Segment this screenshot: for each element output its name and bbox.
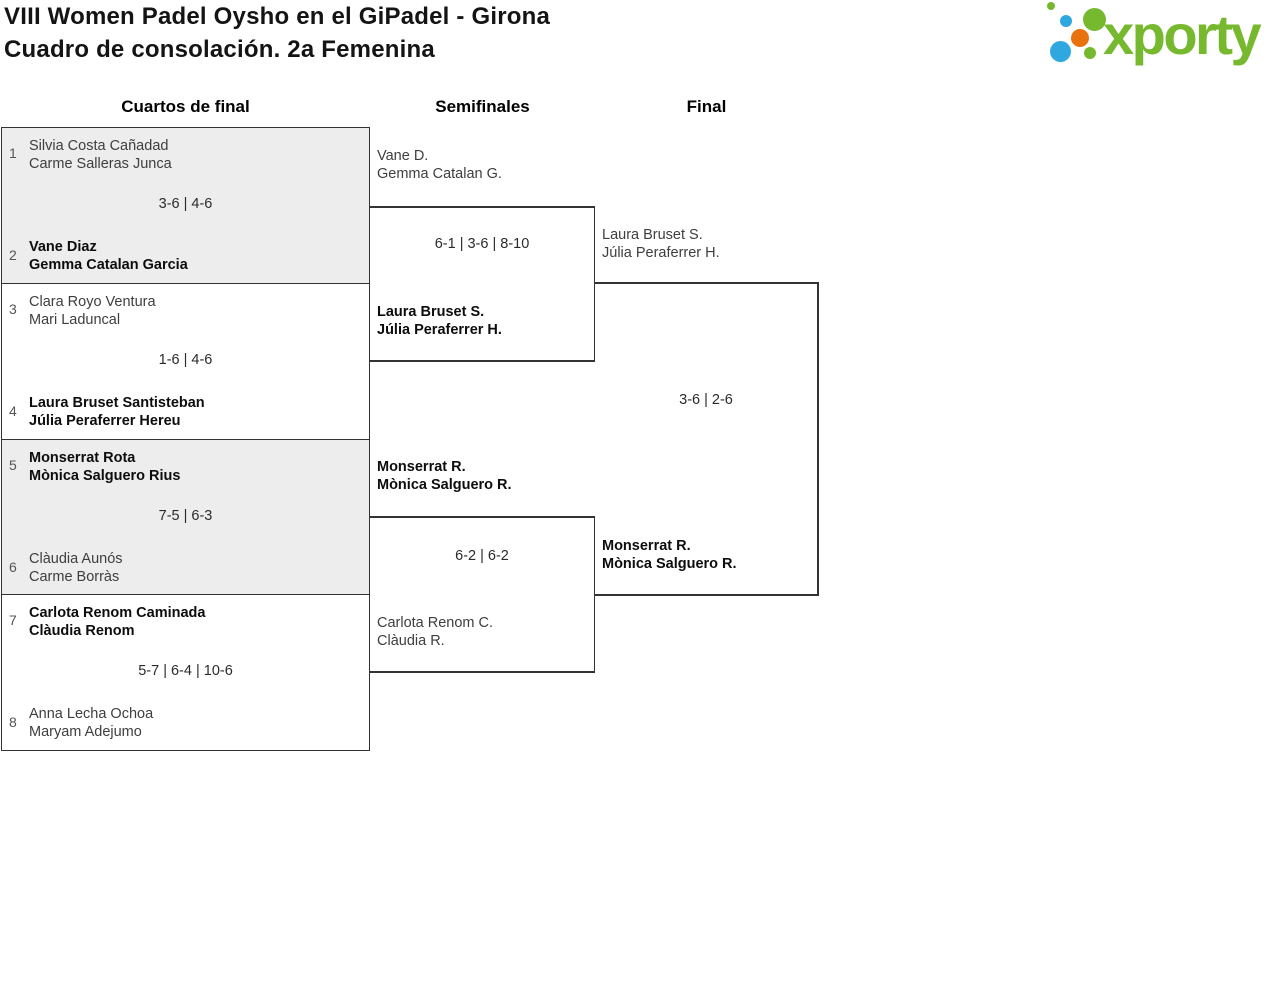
- match-score: 6-1 | 3-6 | 8-10: [434, 236, 530, 252]
- xporty-logo[interactable]: xporty: [1040, 0, 1280, 80]
- seed-number: 2: [9, 247, 17, 263]
- player-name: Clàudia R.: [377, 633, 445, 649]
- team-name: Monserrat R. Mònica Salguero R.: [602, 537, 737, 573]
- logo-dot-icon: [1060, 15, 1072, 27]
- player-name: Gemma Catalan Garcia: [29, 257, 188, 273]
- team-name: Clàudia Aunós Carme Borràs: [29, 550, 123, 586]
- match-score: 7-5 | 6-3: [158, 507, 213, 524]
- logo-wordmark: xporty: [1103, 3, 1262, 66]
- seed-number: 1: [9, 145, 17, 161]
- seed-number: 3: [9, 300, 17, 317]
- team-name: Vane Diaz Gemma Catalan Garcia: [29, 238, 188, 274]
- player-name: Silvia Costa Cañadad: [29, 138, 169, 154]
- player-name: Laura Bruset S.: [602, 227, 703, 243]
- round-header-final: Final: [686, 97, 727, 116]
- logo-dot-icon: [1050, 41, 1071, 62]
- match-card-qf4: 7 Carlota Renom Caminada Clàudia Renom 5…: [2, 595, 369, 750]
- logo-dot-icon: [1084, 47, 1096, 59]
- seed-number: 4: [9, 402, 17, 419]
- player-name: Clara Royo Ventura: [29, 293, 156, 310]
- bracket-connector-line: [370, 206, 595, 208]
- bracket-connector-line: [370, 516, 595, 518]
- bracket-connector-line: [593, 206, 595, 362]
- round-header-semifinals: Semifinales: [435, 97, 530, 116]
- logo-dot-icon: [1047, 2, 1055, 10]
- bracket-connector-line: [817, 282, 819, 596]
- team-name: Carlota Renom C. Clàudia R.: [377, 614, 493, 650]
- team-name: Laura Bruset Santisteban Júlia Peraferre…: [29, 394, 205, 430]
- team-name: Monserrat Rota Mònica Salguero Rius: [29, 449, 180, 485]
- player-name: Monserrat R.: [377, 459, 466, 475]
- player-name: Júlia Peraferrer H.: [377, 322, 502, 338]
- match-score: 3-6 | 2-6: [679, 392, 733, 408]
- team-name: Carlota Renom Caminada Clàudia Renom: [29, 604, 205, 640]
- team-name: Silvia Costa Cañadad Carme Salleras Junc…: [29, 137, 172, 173]
- player-name: Laura Bruset S.: [377, 304, 485, 320]
- logo-dot-icon: [1083, 8, 1106, 31]
- match-score: 5-7 | 6-4 | 10-6: [138, 663, 233, 680]
- player-name: Anna Lecha Ochoa: [29, 706, 154, 723]
- player-name: Mònica Salguero R.: [602, 556, 737, 572]
- player-name: Mònica Salguero Rius: [29, 467, 181, 484]
- player-name: Júlia Peraferrer H.: [602, 245, 720, 261]
- player-name: Carlota Renom C.: [377, 615, 494, 631]
- team-name: Vane D. Gemma Catalan G.: [377, 147, 502, 183]
- bracket-connector-line: [593, 282, 819, 284]
- seed-number: 8: [9, 714, 17, 731]
- seed-number: 5: [9, 456, 17, 473]
- player-name: Monserrat R.: [602, 538, 691, 554]
- team-name: Monserrat R. Mònica Salguero R.: [377, 458, 512, 494]
- bracket-connector-line: [370, 360, 595, 362]
- player-name: Júlia Peraferrer Hereu: [29, 412, 181, 429]
- bracket-subtitle: Cuadro de consolación. 2a Femenina: [4, 36, 435, 63]
- tournament-name: VIII Women Padel Oysho en el GiPadel - G…: [4, 3, 551, 30]
- player-name: Carme Borràs: [29, 568, 120, 585]
- quarterfinals-column: 1 Silvia Costa Cañadad Carme Salleras Ju…: [1, 127, 370, 751]
- team-name: Laura Bruset S. Júlia Peraferrer H.: [602, 226, 720, 262]
- match-card-qf1: 1 Silvia Costa Cañadad Carme Salleras Ju…: [2, 128, 369, 284]
- player-name: Carme Salleras Junca: [29, 156, 172, 172]
- player-name: Gemma Catalan G.: [377, 166, 502, 182]
- match-score: 1-6 | 4-6: [158, 351, 213, 368]
- team-name: Laura Bruset S. Júlia Peraferrer H.: [377, 303, 502, 339]
- player-name: Mònica Salguero R.: [377, 477, 512, 493]
- match-score: 6-2 | 6-2: [455, 548, 509, 564]
- page-title: VIII Women Padel Oysho en el GiPadel - G…: [4, 0, 550, 66]
- team-name: Clara Royo Ventura Mari Laduncal: [29, 293, 156, 329]
- player-name: Carlota Renom Caminada: [29, 605, 206, 622]
- player-name: Clàudia Renom: [29, 623, 135, 640]
- player-name: Maryam Adejumo: [29, 724, 142, 741]
- player-name: Vane Diaz: [29, 239, 97, 255]
- player-name: Laura Bruset Santisteban: [29, 394, 205, 411]
- match-card-qf3: 5 Monserrat Rota Mònica Salguero Rius 7-…: [2, 439, 369, 596]
- match-score: 3-6 | 4-6: [158, 196, 213, 212]
- round-header-quarterfinals: Cuartos de final: [121, 97, 250, 116]
- seed-number: 6: [9, 558, 17, 575]
- player-name: Mari Laduncal: [29, 311, 121, 328]
- player-name: Vane D.: [377, 148, 429, 164]
- bracket-connector-line: [593, 594, 819, 596]
- match-card-qf2: 3 Clara Royo Ventura Mari Laduncal 1-6 |…: [2, 283, 369, 440]
- logo-dot-icon: [1071, 29, 1089, 47]
- team-name: Anna Lecha Ochoa Maryam Adejumo: [29, 705, 153, 741]
- player-name: Monserrat Rota: [29, 449, 136, 466]
- player-name: Clàudia Aunós: [29, 550, 123, 567]
- bracket-connector-line: [370, 671, 595, 673]
- seed-number: 7: [9, 612, 17, 629]
